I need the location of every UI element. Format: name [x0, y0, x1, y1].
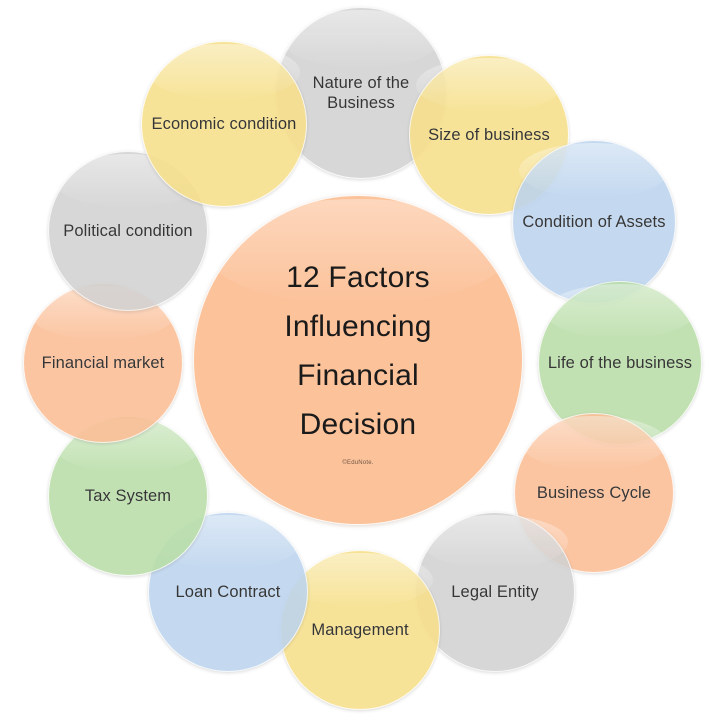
circle-highlight-gloss	[282, 10, 440, 68]
factor-circle[interactable]: Legal Entity	[415, 512, 575, 672]
factor-label: Political condition	[63, 221, 193, 240]
factor-label: Economic condition	[151, 114, 297, 133]
attribution-label: ©EduNote.	[342, 459, 374, 466]
center-line-4: Decision	[299, 407, 417, 441]
factor-label: Tax System	[84, 486, 172, 505]
center-line-3: Financial	[297, 359, 419, 392]
factor-label: Life of the business	[547, 353, 693, 372]
factor-label: Financial market	[41, 353, 165, 372]
circle-highlight-gloss	[287, 553, 433, 607]
factor-label: Loan Contract	[175, 582, 281, 601]
factor-label: Legal Entity	[451, 582, 539, 601]
factor-circle[interactable]: Economic condition	[141, 41, 307, 207]
factor-circle[interactable]: Tax System	[48, 416, 208, 576]
center-line-2: Influencing	[284, 310, 432, 344]
factor-label: Management	[311, 620, 409, 639]
circle-highlight-gloss	[148, 44, 300, 100]
factor-label: Size of business	[428, 125, 550, 144]
center-circle[interactable]: 12 Factors Influencing Financial Decisio…	[193, 195, 523, 525]
center-line-1: 12 Factors	[286, 261, 430, 295]
factor-label: Nature of the Business	[312, 73, 410, 112]
factor-circle[interactable]: Condition of Assets	[512, 140, 676, 304]
factor-label: Condition of Assets	[522, 212, 666, 231]
factor-label: Business Cycle	[536, 483, 652, 502]
